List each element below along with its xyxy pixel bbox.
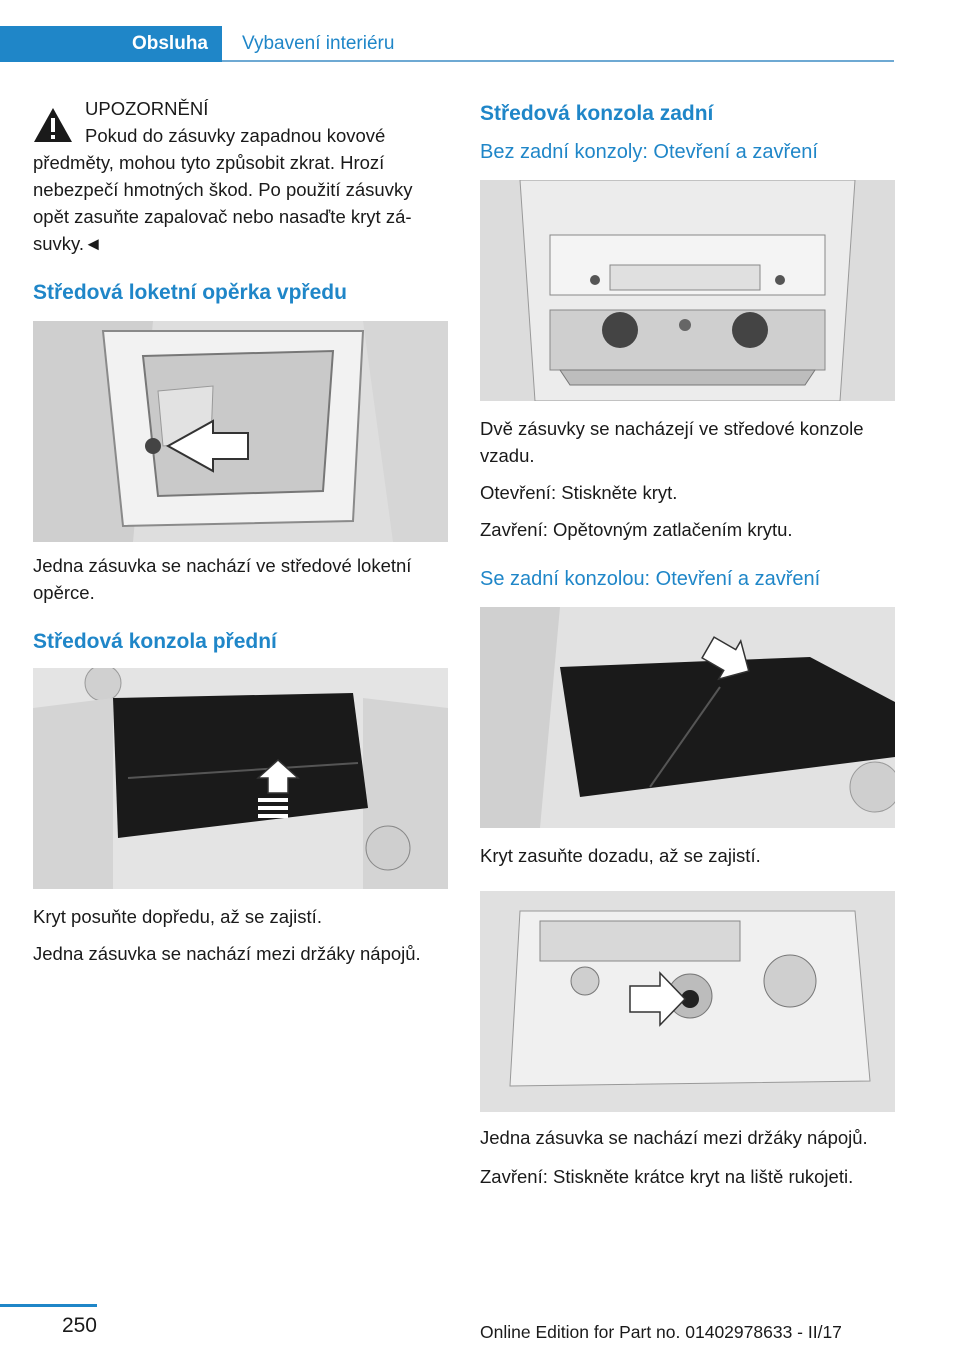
tab-vybaveni-interieru[interactable]: Vybavení interiéru [242, 33, 395, 54]
warning-title: UPOZORNĚNÍ [85, 98, 209, 119]
subheading-se-zadni-konzolou: Se zadní konzolou: Otevření a zavření [480, 568, 821, 590]
caption-armrest: Jedna zásuvka se nachází ve středové lok… [33, 555, 412, 603]
caption-front-console-1: Kryt posuňte dopředu, až se zajistí. [33, 906, 322, 927]
text-open-press: Otevření: Stiskněte kryt. [480, 482, 678, 503]
figure-rear-console-without [480, 180, 895, 401]
figure-rear-console-cover [480, 607, 895, 828]
text-slide-back: Kryt zasuňte dozadu, až se zajistí. [480, 845, 761, 866]
text-close-press: Zavření: Opětovným zatlačením krytu. [480, 519, 793, 540]
warning-block: UPOZORNĚNÍ Pokud do zásuvky zapadnou kov… [33, 95, 448, 257]
figure-front-console [33, 668, 448, 889]
page-header: Obsluha Vybavení interiéru [0, 0, 960, 62]
tab-obsluha[interactable]: Obsluha [0, 26, 222, 62]
figure-rear-console-cupholder [480, 891, 895, 1112]
header-divider [222, 60, 894, 62]
subheading-bez-zadni-konzoly: Bez zadní konzoly: Otevření a zavření [480, 141, 818, 163]
heading-konzola-predni: Středová konzola přední [33, 630, 277, 653]
edition-note: Online Edition for Part no. 01402978633 … [480, 1322, 842, 1342]
heading-loketni-operka: Středová loketní opěrka vpředu [33, 281, 347, 304]
right-column: Středová konzola zadní Bez zadní konzoly… [480, 100, 895, 1200]
warning-triangle-icon [34, 108, 72, 142]
text-socket-cupholders: Jedna zásuvka se nachází mezi držáky náp… [480, 1127, 868, 1148]
text-two-sockets: Dvě zásuvky se nacházejí ve středové kon… [480, 418, 864, 466]
footer-divider [0, 1304, 97, 1307]
caption-front-console-2: Jedna zásuvka se nachází mezi držáky náp… [33, 943, 421, 964]
heading-konzola-zadni: Středová konzola zadní [480, 102, 714, 125]
warning-text: Pokud do zásuvky zapadnou kovové předmět… [33, 125, 413, 254]
left-column: UPOZORNĚNÍ Pokud do zásuvky zapadnou kov… [33, 95, 448, 977]
figure-armrest [33, 321, 448, 542]
text-close-handle: Zavření: Stiskněte krátce kryt na liště … [480, 1166, 854, 1187]
page-number: 250 [61, 1314, 97, 1337]
